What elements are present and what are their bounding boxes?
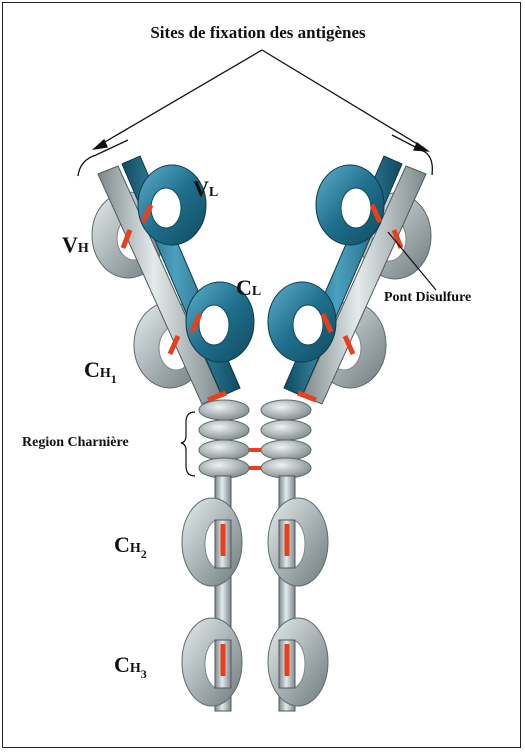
disulfide-label: Pont Disulfure bbox=[384, 290, 471, 305]
antigen-site-arrows bbox=[94, 50, 428, 151]
left-ch3-domain bbox=[182, 618, 242, 706]
hinge-bracket bbox=[181, 412, 195, 476]
hinge-label: Region Charnière bbox=[22, 435, 129, 450]
ch3-label: CH3 bbox=[114, 652, 147, 681]
cl-label: CL bbox=[236, 275, 261, 300]
right-fab-arm bbox=[268, 156, 431, 404]
right-ch2-domain bbox=[268, 498, 328, 586]
vh-label: VH bbox=[62, 232, 89, 257]
right-ch3-domain bbox=[268, 618, 328, 706]
left-fab-arm bbox=[92, 156, 254, 404]
left-hinge-discs bbox=[199, 400, 249, 478]
vl-label: VL bbox=[193, 176, 218, 201]
title-label: Sites de fixation des antigènes bbox=[150, 23, 366, 42]
ch1-label: CH1 bbox=[84, 357, 117, 386]
right-hinge-discs bbox=[261, 400, 311, 478]
inter-chain-disulfide-bonds bbox=[249, 450, 261, 468]
hinge-region bbox=[181, 400, 311, 478]
fc-region bbox=[182, 476, 328, 711]
ch2-label: CH2 bbox=[114, 532, 147, 561]
left-ch2-domain bbox=[182, 498, 242, 586]
